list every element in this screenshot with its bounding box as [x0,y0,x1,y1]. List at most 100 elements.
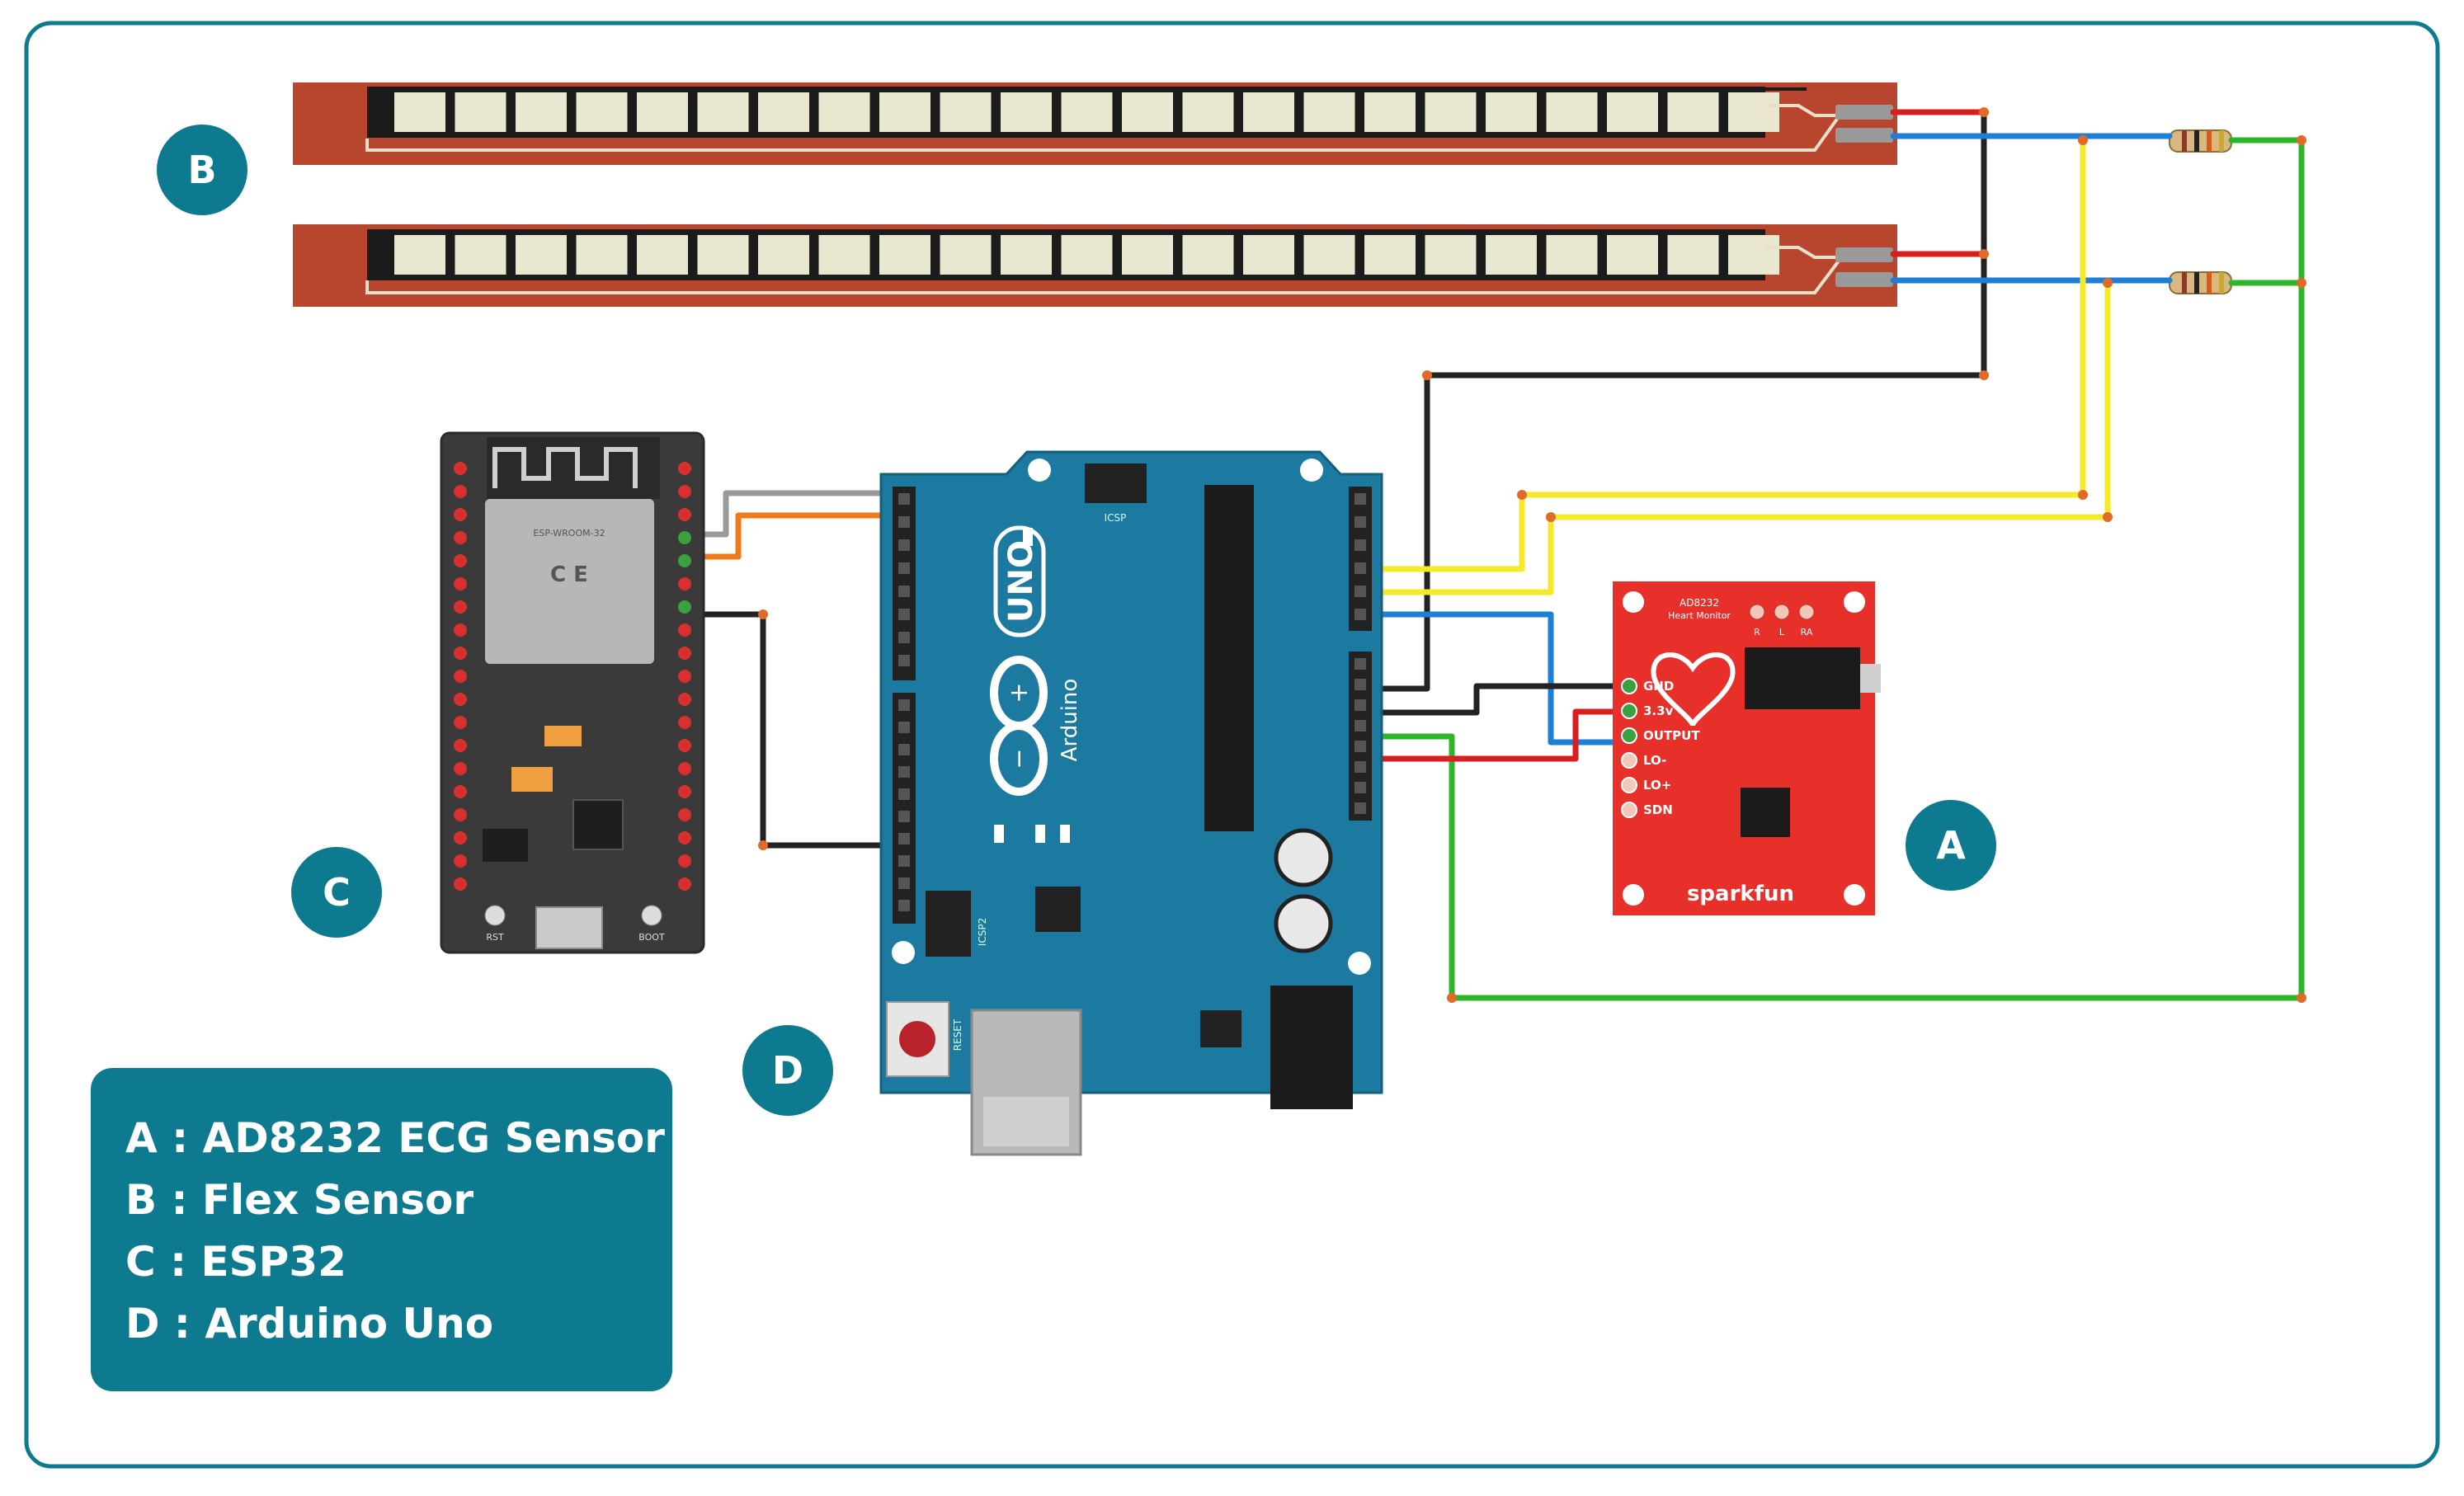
wire-red-3v3 [1356,708,1628,762]
header-pin [1354,720,1366,732]
esp32-pin [678,831,691,844]
header-pin [898,586,910,597]
ecg-model-label: AD8232 [1680,597,1719,609]
esp32-pin [454,554,467,567]
header-pin [898,539,910,551]
flex-cell [940,92,992,132]
flex-cell [1243,235,1294,275]
svg-text:+: + [1005,682,1034,703]
wire-black-esp [692,611,911,849]
ecg-pin-pad [1621,752,1637,769]
esp32-pin [454,762,467,775]
header-pin [1354,609,1366,620]
badge-c: C [291,847,382,938]
header-pin [898,788,910,800]
header-pin [1354,493,1366,505]
header-pin [898,744,910,755]
esp32-module-label: ESP-WROOM-32 [533,528,605,539]
esp32-pin [454,785,467,798]
esp32-board: ESP-WROOM-32 C E RST BOOT [440,431,705,954]
esp32-pin [678,485,691,498]
header-pin [1354,699,1366,711]
ecg-pin-r: R [1754,627,1760,637]
reset-label: RESET [952,1019,963,1051]
header-pin [898,833,910,844]
flex-cell [1728,235,1779,275]
arduino-board: ICSP ICSP2 − + UNO Arduino RESET [879,450,1383,1156]
ce-mark: C E [550,562,588,587]
badge-d: D [742,1025,833,1116]
flex-cell [1607,235,1658,275]
esp32-pin [678,808,691,821]
flex-cell [1607,92,1658,132]
header-pin [1354,586,1366,597]
flex-cell [697,235,749,275]
wire-black-ecg-gnd [1356,683,1628,716]
esp32-module [485,499,654,664]
esp32-pin [678,854,691,868]
ecg-board: AD8232 Heart Monitor R L RA GND3.3vOUTPU… [1613,581,1881,915]
resistor-bottom [2169,271,2232,294]
flex-cell [516,235,567,275]
header-pin [898,632,910,643]
ecg-pin-label: 3.3v [1643,703,1674,718]
flex-cell [394,92,445,132]
esp32-pin [454,877,467,891]
esp32-pin [678,670,691,683]
wire-gray-esp [692,490,911,538]
esp32-pin [454,831,467,844]
flex-cell [1001,235,1052,275]
header-pin [1354,679,1366,690]
flex-cell [697,92,749,132]
header-pin [1354,539,1366,551]
esp32-boot-label: BOOT [638,932,665,943]
esp32-pin [678,462,691,475]
header-pin [1354,658,1366,670]
flex-cell [1546,92,1598,132]
flex-cell [1364,235,1416,275]
ecg-pin-l: L [1779,627,1785,637]
esp32-pin [454,462,467,475]
header-pin [898,855,910,867]
esp32-pin [454,485,467,498]
esp32-pin [454,716,467,729]
svg-text:C: C [323,870,351,915]
ecg-pin-label: OUTPUT [1643,728,1700,743]
ecg-pin-label: SDN [1643,802,1673,817]
flex-cell [576,92,628,132]
esp32-pin [454,808,467,821]
wire-junctions [758,107,2306,1003]
esp32-pin [454,623,467,637]
flex-cell [1122,235,1173,275]
badge-b: B [157,125,247,215]
esp32-pin [678,762,691,775]
power-jack [1270,986,1353,1109]
esp32-usb-port [535,906,603,949]
flex-sensor-top [293,82,1897,165]
header-pin [898,516,910,528]
flex-cell [879,235,930,275]
icsp-label: ICSP [1105,512,1127,524]
ecg-pin-pad [1621,678,1637,694]
badge-a: A [1906,800,1996,891]
flex-cell [758,92,809,132]
flex-cell [1122,92,1173,132]
esp32-pin [678,785,691,798]
esp32-pin [678,877,691,891]
header-pin [1354,741,1366,752]
flex-cell [1182,92,1234,132]
header-pin [898,877,910,889]
flex-cell [1243,92,1294,132]
icsp2-label: ICSP2 [977,918,988,946]
flex-cell [1303,92,1355,132]
esp32-pin [454,577,467,590]
ecg-top-pins: R L RA [1749,604,1815,637]
flex-cell [576,235,628,275]
legend-item-b: B : Flex Sensor [125,1176,474,1224]
ecg-pin-pad [1621,727,1637,744]
flex-cell [455,235,506,275]
flex-cell [1182,235,1234,275]
legend-item-d: D : Arduino Uno [125,1300,494,1348]
flex-cell [940,235,992,275]
